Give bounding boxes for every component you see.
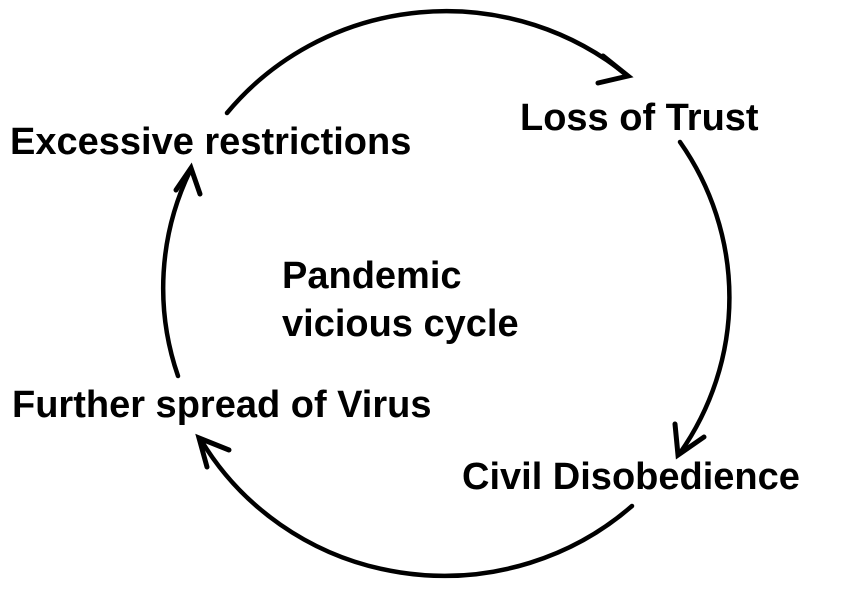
arrow-restrictions-to-trust — [224, 8, 631, 116]
arrowhead-excessive-restrictions — [173, 162, 203, 197]
center-title: Pandemic vicious cycle — [282, 252, 519, 348]
node-excessive-restrictions: Excessive restrictions — [10, 121, 412, 163]
node-further-spread-of-virus: Further spread of Virus — [12, 384, 432, 426]
node-loss-of-trust: Loss of Trust — [520, 97, 759, 139]
arrowhead-further-spread — [195, 433, 232, 470]
arrow-trust-to-disobedience — [677, 139, 732, 456]
arrowhead-loss-of-trust — [595, 53, 634, 86]
arrow-disobedience-to-spread — [198, 437, 635, 579]
center-title-line-2: vicious cycle — [282, 303, 519, 345]
center-title-line-1: Pandemic — [282, 255, 462, 297]
arrow-spread-to-restrictions — [160, 168, 193, 379]
node-civil-disobedience: Civil Disobedience — [462, 456, 800, 498]
arrowhead-civil-disobedience — [672, 421, 707, 460]
